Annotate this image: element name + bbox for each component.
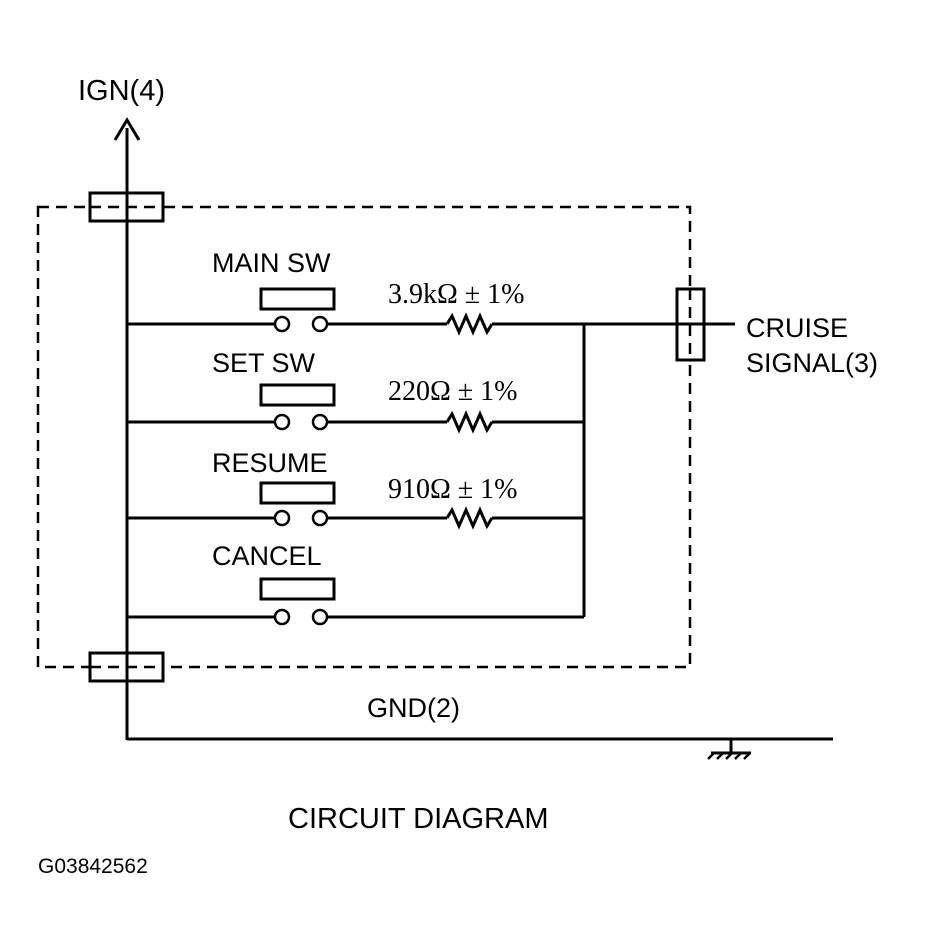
branch-main-sw: MAIN SW 3.9kΩ ± 1%	[127, 248, 584, 336]
main-sw-resistor-value: 3.9kΩ ± 1%	[388, 279, 525, 310]
cancel-contact-right	[311, 608, 329, 626]
branch-set-sw: SET SW 220Ω ± 1%	[127, 348, 584, 434]
set-sw-resistor-icon	[445, 410, 494, 434]
module-outline	[36, 205, 692, 669]
resume-resistor-value: 910Ω ± 1%	[388, 474, 518, 505]
main-sw-button	[259, 287, 336, 311]
figure-id: G03842562	[38, 855, 148, 878]
cancel-button	[259, 577, 336, 601]
ground-symbol-icon	[707, 739, 751, 760]
cancel-contact-left	[273, 608, 291, 626]
branch-resume: RESUME 910Ω ± 1%	[127, 448, 584, 530]
set-sw-label: SET SW	[212, 348, 316, 378]
main-sw-contact-right	[311, 315, 329, 333]
set-sw-resistor-value: 220Ω ± 1%	[388, 376, 518, 407]
resume-contact-right	[311, 509, 329, 527]
gnd-label: GND(2)	[367, 693, 460, 723]
cancel-label: CANCEL	[212, 541, 322, 571]
set-sw-contact-left	[273, 413, 291, 431]
main-sw-resistor-icon	[445, 312, 494, 336]
set-sw-contact-right	[311, 413, 329, 431]
main-sw-contact-left	[273, 315, 291, 333]
resume-button	[259, 481, 336, 505]
ign-arrow-icon	[113, 117, 141, 141]
ign-label: IGN(4)	[78, 75, 165, 107]
cruise-signal-label-line1: CRUISE	[746, 313, 848, 343]
set-sw-button	[259, 383, 336, 407]
resume-contact-left	[273, 509, 291, 527]
resume-resistor-icon	[445, 506, 494, 530]
branch-cancel: CANCEL	[127, 541, 584, 626]
cruise-signal-label-line2: SIGNAL(3)	[746, 348, 878, 378]
diagram-title: CIRCUIT DIAGRAM	[288, 803, 548, 835]
main-sw-label: MAIN SW	[212, 248, 331, 278]
resume-label: RESUME	[212, 448, 328, 478]
